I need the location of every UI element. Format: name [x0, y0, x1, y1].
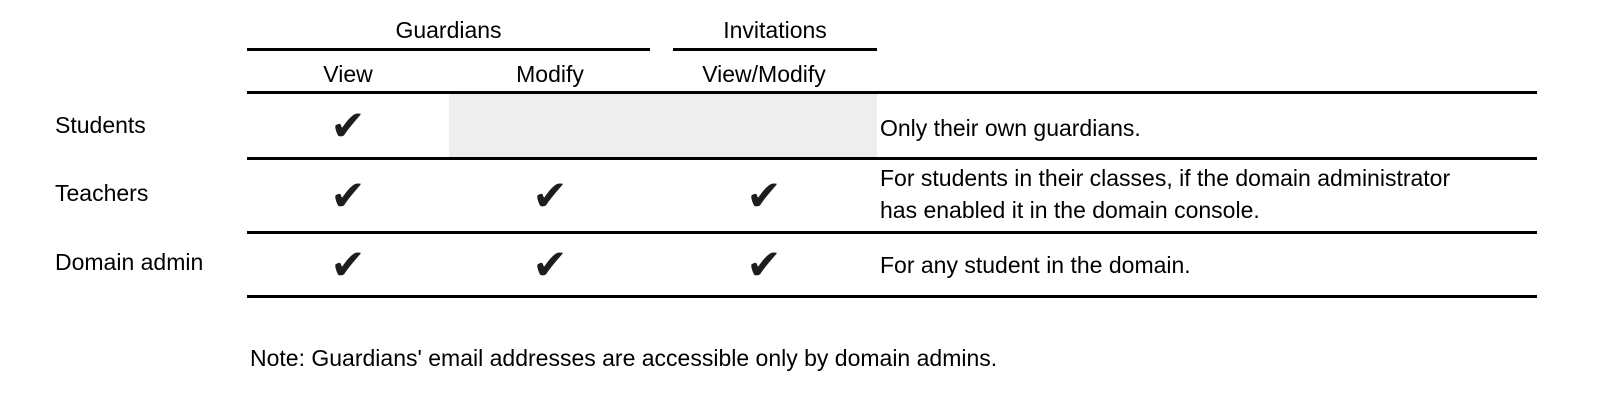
students-note: Only their own guardians.	[880, 112, 1548, 144]
column-group-invitations-label: Invitations	[723, 17, 827, 43]
guardians-underline	[247, 48, 650, 51]
row-label-domain-admin: Domain admin	[55, 249, 204, 275]
students-checks-row: ✔	[247, 94, 877, 157]
check-icon: ✔	[746, 171, 782, 219]
column-header-modify: Modify	[516, 61, 584, 87]
teachers-guardians-view-cell: ✔	[247, 160, 449, 231]
teachers-invitations-cell: ✔	[651, 160, 877, 231]
students-disabled-cell	[449, 94, 877, 157]
domain-admin-checks-row: ✔ ✔ ✔	[247, 234, 877, 295]
note-line: For any student in the domain.	[880, 252, 1191, 278]
check-icon: ✔	[330, 101, 366, 149]
students-guardians-view-cell: ✔	[247, 94, 449, 157]
domain-admin-note: For any student in the domain.	[880, 249, 1548, 281]
row-label-students: Students	[55, 112, 146, 138]
teachers-row-rule	[247, 231, 1537, 234]
note-line: Only their own guardians.	[880, 115, 1141, 141]
students-invitations-cell	[651, 94, 877, 157]
header-rule	[247, 91, 1537, 94]
note-line: For students in their classes, if the do…	[880, 165, 1451, 191]
row-label-teachers: Teachers	[55, 180, 149, 206]
note-line: has enabled it in the domain console.	[880, 197, 1260, 223]
domain-admin-row-rule	[247, 295, 1537, 298]
check-icon: ✔	[532, 171, 568, 219]
students-guardians-modify-cell	[449, 94, 651, 157]
domain-admin-guardians-view-cell: ✔	[247, 234, 449, 295]
teachers-note: For students in their classes, if the do…	[880, 162, 1548, 226]
check-icon: ✔	[532, 240, 568, 288]
column-header-view-modify: View/Modify	[702, 61, 826, 87]
footnote: Note: Guardians' email addresses are acc…	[250, 345, 998, 371]
check-icon: ✔	[330, 171, 366, 219]
teachers-guardians-modify-cell: ✔	[449, 160, 651, 231]
teachers-checks-row: ✔ ✔ ✔	[247, 160, 877, 231]
students-row-rule	[247, 157, 1537, 160]
check-icon: ✔	[746, 240, 782, 288]
check-icon: ✔	[330, 240, 366, 288]
column-header-view: View	[323, 61, 373, 87]
domain-admin-invitations-cell: ✔	[651, 234, 877, 295]
domain-admin-guardians-modify-cell: ✔	[449, 234, 651, 295]
column-group-guardians-label: Guardians	[395, 17, 502, 43]
invitations-underline	[673, 48, 877, 51]
